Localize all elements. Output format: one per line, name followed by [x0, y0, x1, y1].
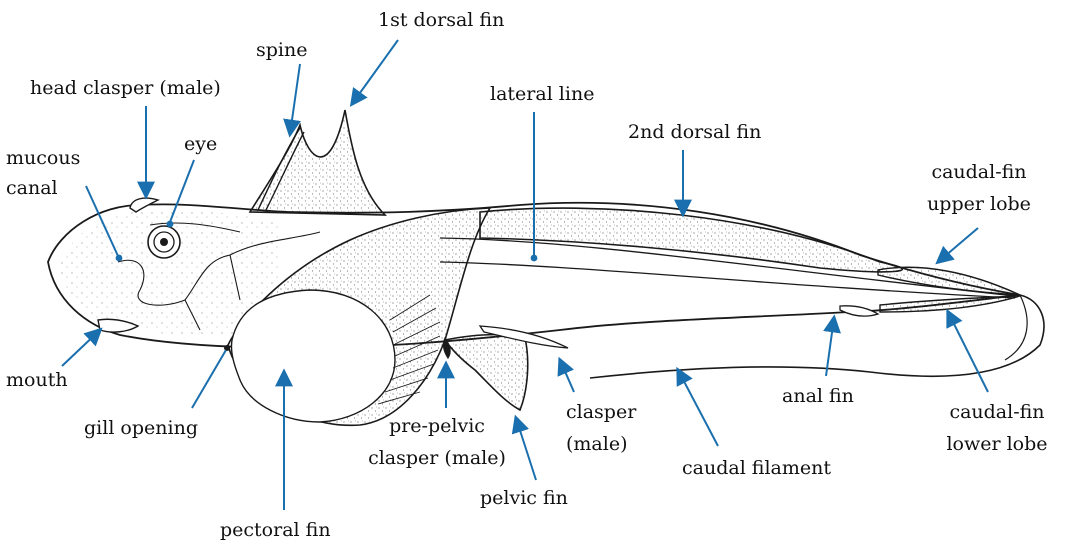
pointer-spine	[290, 64, 300, 134]
label-pre-pelvic-line2: clasper (male)	[362, 446, 512, 470]
label-caudal-filament: caudal filament	[682, 456, 831, 480]
pointer-anal-fin	[826, 318, 834, 376]
pectoral-fin-lobe	[231, 290, 395, 422]
caudal-filament-inner	[1005, 295, 1027, 360]
eye-pupil	[160, 238, 168, 246]
pointer-gill-opening	[192, 350, 226, 408]
pointer-caudal-upper-lobe	[938, 228, 978, 262]
label-1st-dorsal-fin: 1st dorsal fin	[378, 8, 504, 32]
label-pectoral-fin: pectoral fin	[220, 518, 331, 542]
label-head-clasper: head clasper (male)	[30, 76, 221, 100]
pointer-eye-dot	[167, 221, 174, 228]
label-gill-opening: gill opening	[84, 416, 198, 440]
label-caudal-lower-line2: lower lobe	[932, 432, 1062, 456]
label-spine: spine	[256, 38, 307, 62]
pointer-1st-dorsal-fin	[352, 40, 398, 104]
label-mucous-canal-line1: mucous	[6, 146, 80, 170]
label-caudal-lower-line1: caudal-fin	[932, 400, 1062, 424]
pointer-clasper	[560, 360, 574, 392]
label-caudal-upper-line1: caudal-fin	[914, 160, 1044, 184]
label-caudal-upper-line2: upper lobe	[914, 192, 1044, 216]
pointer-mucous-canal-dot	[116, 255, 123, 262]
label-clasper-line2: (male)	[566, 432, 628, 456]
label-lateral-line: lateral line	[490, 82, 594, 106]
label-pre-pelvic-line1: pre-pelvic	[362, 414, 512, 438]
first-dorsal-fin-shape	[250, 110, 385, 215]
label-pelvic-fin: pelvic fin	[480, 486, 568, 510]
pointer-caudal-filament	[678, 370, 718, 446]
label-eye: eye	[184, 132, 217, 156]
label-anal-fin: anal fin	[782, 384, 854, 408]
label-mucous-canal-line2: canal	[6, 176, 58, 200]
pointer-mouth	[62, 330, 100, 366]
pointer-lateral-line-dot	[531, 255, 538, 262]
label-clasper-line1: clasper	[566, 400, 636, 424]
label-mouth: mouth	[6, 368, 68, 392]
pointer-caudal-lower-lobe	[948, 312, 988, 392]
pelvic-fin-shape	[445, 335, 528, 410]
label-2nd-dorsal-fin: 2nd dorsal fin	[628, 120, 761, 144]
pointer-pelvic-fin	[516, 418, 536, 480]
